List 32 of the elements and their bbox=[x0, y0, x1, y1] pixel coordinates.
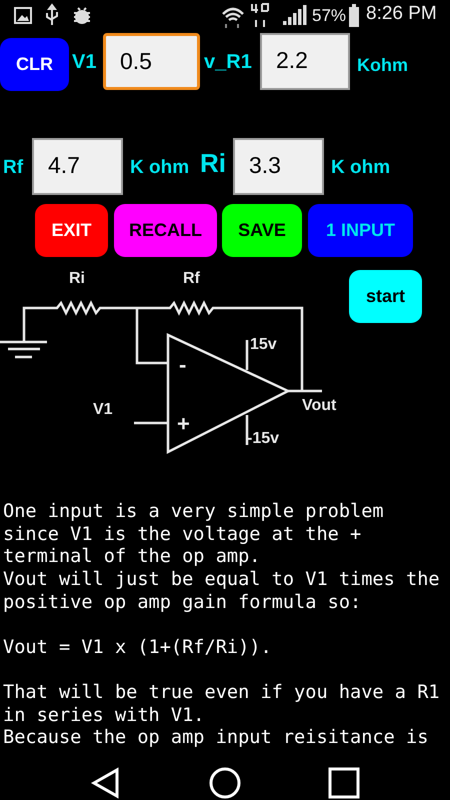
polarity-sign: - bbox=[179, 352, 186, 378]
explanation-text: Because the op amp input reisitance is bbox=[3, 727, 430, 750]
button: SAVE bbox=[222, 204, 302, 257]
button: 1 INPUT bbox=[308, 204, 413, 257]
button: start bbox=[349, 270, 422, 323]
explanation-text: That will be true even if you have a R1 in series with V1. bbox=[3, 682, 441, 728]
field-label: Rf bbox=[3, 157, 24, 179]
field-label: K ohm bbox=[331, 157, 390, 179]
circuit-label: Vout bbox=[302, 397, 336, 415]
status-text: 8:26 PM bbox=[366, 3, 437, 25]
input-field: 2.2 bbox=[260, 33, 350, 90]
input-field: 0.5 bbox=[103, 33, 200, 90]
explanation-text: Vout will just be equal to V1 times the positive op amp gain formula so: bbox=[3, 569, 441, 614]
explanation-text: One input is a very simple problem since V1 is the voltage at the + terminal of the op amp. bbox=[3, 501, 385, 569]
status-text: 57% bbox=[312, 6, 346, 26]
button: RECALL bbox=[114, 204, 217, 257]
circuit-label: Ri bbox=[69, 270, 85, 288]
input-field: 4.7 bbox=[32, 138, 123, 195]
circuit-label: Rf bbox=[183, 270, 200, 288]
circuit-label: 15v bbox=[250, 336, 277, 354]
field-label: V1 bbox=[72, 51, 96, 74]
field-label: Ri bbox=[200, 148, 226, 179]
input-field: 3.3 bbox=[233, 138, 324, 195]
button: CLR bbox=[0, 38, 69, 91]
field-label: v_R1 bbox=[204, 51, 252, 74]
explanation-text: Vout = V1 x (1+(Rf/Ri)). bbox=[3, 637, 273, 660]
button: EXIT bbox=[35, 204, 108, 257]
field-label: K ohm bbox=[130, 157, 190, 179]
field-label: Kohm bbox=[357, 55, 408, 76]
circuit-label: -15v bbox=[247, 430, 280, 448]
polarity-sign: + bbox=[177, 411, 190, 437]
circuit-label: V1 bbox=[93, 401, 113, 419]
